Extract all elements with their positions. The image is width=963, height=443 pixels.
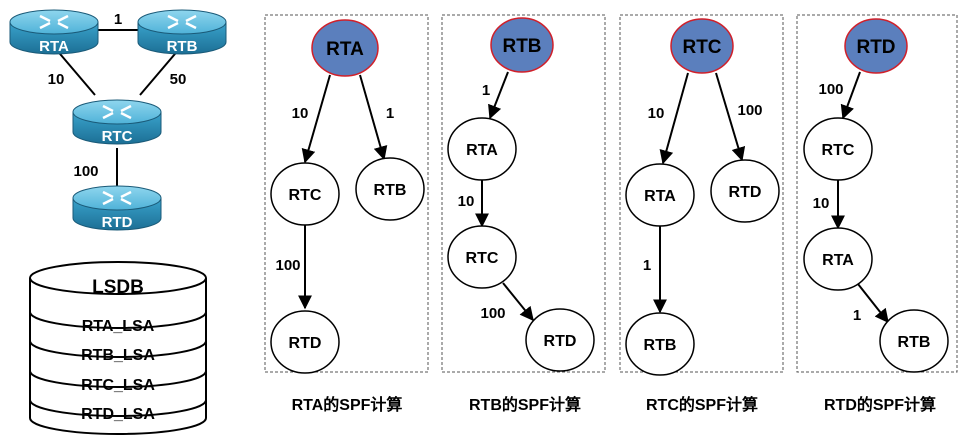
edge-cost: 10 bbox=[292, 105, 309, 122]
tree-node bbox=[803, 117, 873, 181]
tree-edge bbox=[715, 72, 746, 162]
tree-node bbox=[879, 309, 949, 373]
link-rta-rtc bbox=[54, 47, 96, 96]
root-node bbox=[670, 18, 734, 74]
edge-cost: 10 bbox=[458, 193, 475, 210]
edge-cost: 100 bbox=[480, 305, 505, 322]
edge-cost: 100 bbox=[818, 81, 843, 98]
root-label: RTD bbox=[856, 37, 895, 58]
tree-node bbox=[270, 310, 340, 374]
lsdb-entry: RTD_LSA bbox=[81, 406, 155, 423]
lsdb-entry: RTB_LSA bbox=[81, 347, 155, 364]
root-node bbox=[490, 17, 554, 73]
link-cost-cd: 100 bbox=[73, 163, 98, 180]
tree-edge bbox=[659, 72, 689, 165]
lsdb-database bbox=[29, 261, 207, 435]
edge-cost: 100 bbox=[275, 257, 300, 274]
router-rta: RTA bbox=[9, 9, 99, 55]
node-label: RTC bbox=[466, 250, 499, 267]
tree-node bbox=[355, 157, 425, 221]
node-label: RTB bbox=[644, 337, 677, 354]
spf-tree-rtd: RTD RTC RTA RTB 100 10 1 RTD的SPF计算 bbox=[803, 18, 949, 414]
spf-tree-rta: RTA RTC RTB RTD 10 1 100 RTA的SPF计算 bbox=[270, 19, 425, 414]
link-cost-ac: 10 bbox=[48, 71, 65, 88]
node-label: RTA bbox=[822, 252, 854, 269]
edge-cost: 10 bbox=[813, 195, 830, 212]
edge-cost: 10 bbox=[648, 105, 665, 122]
tree-edge bbox=[840, 71, 861, 120]
spf-tree-rtc: RTC RTA RTD RTB 10 100 1 RTC的SPF计算 bbox=[625, 18, 780, 414]
edge-cost: 1 bbox=[386, 105, 394, 122]
spf-panel-rtd bbox=[796, 14, 958, 373]
node-label: RTD bbox=[729, 184, 762, 201]
root-node bbox=[844, 18, 908, 74]
router-rtd: RTD bbox=[72, 185, 162, 231]
node-label: RTA bbox=[466, 142, 498, 159]
tree-edge bbox=[359, 74, 388, 161]
tree-node bbox=[447, 117, 517, 181]
link-rtb-rtc bbox=[139, 47, 181, 96]
router-label: RTB bbox=[167, 38, 198, 55]
tree-edge bbox=[502, 282, 534, 322]
tree-node bbox=[625, 163, 695, 227]
node-label: RTA bbox=[644, 188, 676, 205]
spf-panels bbox=[264, 14, 958, 373]
router-label: RTD bbox=[102, 214, 133, 231]
tree-node bbox=[803, 227, 873, 291]
router-arrows-icon bbox=[102, 104, 132, 120]
panel-caption: RTC的SPF计算 bbox=[646, 395, 758, 414]
tree-edge bbox=[301, 74, 331, 164]
panel-caption: RTD的SPF计算 bbox=[824, 395, 936, 414]
root-label: RTA bbox=[326, 39, 364, 60]
node-label: RTC bbox=[289, 187, 322, 204]
tree-node bbox=[447, 225, 517, 289]
tree-node bbox=[270, 162, 340, 226]
spf-tree-rtb: RTB RTA RTC RTD 1 10 100 RTB的SPF计算 bbox=[447, 17, 595, 414]
tree-node bbox=[710, 159, 780, 223]
node-label: RTB bbox=[898, 334, 931, 351]
tree-node bbox=[625, 312, 695, 376]
lsdb-entry: RTA_LSA bbox=[82, 318, 155, 335]
edge-cost: 1 bbox=[482, 82, 490, 99]
router-rtb: RTB bbox=[137, 9, 227, 55]
spf-panel-rtc bbox=[619, 14, 784, 373]
root-node bbox=[311, 19, 379, 77]
router-arrows-icon bbox=[167, 14, 197, 30]
link-cost-bc: 50 bbox=[170, 71, 187, 88]
tree-node bbox=[525, 308, 595, 372]
link-cost-ab: 1 bbox=[114, 11, 122, 28]
router-rtc: RTC bbox=[72, 99, 162, 145]
node-label: RTB bbox=[374, 182, 407, 199]
tree-edge bbox=[488, 71, 509, 120]
network-topology: 1 10 50 100 RTA RTB bbox=[9, 9, 227, 231]
edge-cost: 1 bbox=[853, 307, 861, 324]
node-label: RTC bbox=[822, 142, 855, 159]
node-label: RTD bbox=[289, 335, 322, 352]
router-arrows-icon bbox=[102, 190, 132, 206]
edge-cost: 100 bbox=[737, 102, 762, 119]
root-label: RTB bbox=[502, 36, 541, 57]
lsdb-entry: RTC_LSA bbox=[81, 377, 155, 394]
spf-panel-rta bbox=[264, 14, 429, 373]
router-arrows-icon bbox=[39, 14, 69, 30]
root-label: RTC bbox=[682, 37, 721, 58]
lsdb-title: LSDB bbox=[92, 277, 144, 298]
spf-panel-rtb bbox=[441, 14, 606, 373]
tree-edge bbox=[857, 283, 889, 324]
edge-cost: 1 bbox=[643, 257, 651, 274]
router-label: RTC bbox=[102, 128, 133, 145]
panel-caption: RTA的SPF计算 bbox=[292, 395, 403, 414]
router-label: RTA bbox=[39, 38, 69, 55]
node-label: RTD bbox=[544, 333, 577, 350]
panel-caption: RTB的SPF计算 bbox=[469, 395, 581, 414]
